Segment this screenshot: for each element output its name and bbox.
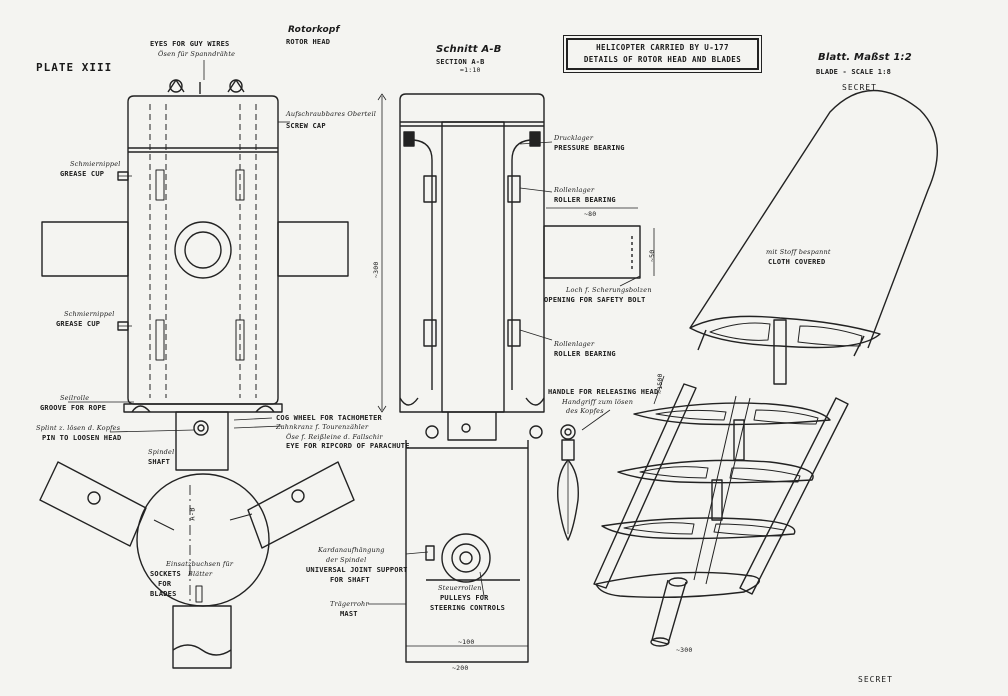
dim-blade-300: ~300 [676,646,693,654]
rotor-head-plan-view [39,461,355,669]
label-sockets-en2: FOR [158,580,172,588]
label-grease2-en: GREASE CUP [56,320,101,328]
section-scale: ≈1:10 [460,66,481,74]
label-sockets-de2: Blätter [188,570,213,578]
label-roller1-en: ROLLER BEARING [554,196,616,204]
label-handle-de2: des Kopfes [566,407,604,415]
rotor-head-title-en: ROTOR HEAD [286,38,331,46]
label-handle-de1: Handgriff zum lösen [562,398,634,406]
title-line-1: HELICOPTER CARRIED BY U-177 [596,43,729,52]
label-pulley-de: Steuerrollen [438,584,482,592]
label-safety-de: Loch f. Scherungsbolzen [566,286,652,294]
label-pressure-en: PRESSURE BEARING [554,144,625,152]
secret-stamp-top: SECRET [842,83,877,92]
label-cog-de: Zahnkranz f. Tourenzähler [276,423,369,431]
label-cloth-en: CLOTH COVERED [768,258,826,266]
label-cog-en: COG WHEEL FOR TACHOMETER [276,414,382,422]
dim-blade-1500: ~1500 [656,373,664,394]
label-univ-de1: Kardanaufhängung [318,546,385,554]
label-sockets-de1: Einsatzbuchsen für [166,560,234,568]
title-line-2: DETAILS OF ROTOR HEAD AND BLADES [583,55,742,64]
blade-frame [593,375,849,647]
label-groove-de: Seilrolle [60,394,90,402]
label-handle-en: HANDLE FOR RELEASING HEAD [548,388,659,396]
label-pressure-de: Drucklager [554,134,594,142]
label-mast-de: Trägerrohr [330,600,369,608]
label-eye-de: Öse f. Reißleine d. Fallschir [286,433,383,441]
blade-sheet-de: Blatt. Maßst 1:2 [818,52,912,63]
label-eyes-en: EYES FOR GUY WIRES [150,40,230,48]
blade-cloth-covered [689,89,938,385]
secret-stamp-bottom: SECRET [858,675,893,684]
label-mast-en: MAST [340,610,358,618]
label-grease1-en: GREASE CUP [60,170,105,178]
plate-number: PLATE XIII [36,61,113,74]
label-univ-en1: UNIVERSAL JOINT SUPPORT [306,566,408,574]
label-groove-en: GROOVE FOR ROPE [40,404,107,412]
label-univ-en2: FOR SHAFT [330,576,370,584]
label-roller1-de: Rollenlager [554,186,595,194]
section-a-b [377,93,655,663]
label-sockets-en1: SOCKETS [150,570,181,578]
label-sockets-en3: BLADES [150,590,177,598]
label-pin-de: Splint z. lösen d. Kopfes [36,424,121,432]
label-roller2-de: Rollenlager [554,340,595,348]
label-section-mark: A-B [188,507,197,521]
label-grease2-de: Schmiernippel [64,310,115,318]
label-pulley-en2: STEERING CONTROLS [430,604,506,612]
label-screw-en: SCREW CAP [286,122,326,130]
label-spindle-de: Spindel [148,448,175,456]
section-title-en: SECTION A-B [436,58,485,66]
rotor-head-title-de: Rotorkopf [288,25,340,35]
rotor-head-elevation [41,79,349,471]
label-pulley-en1: PULLEYS FOR [440,594,489,602]
label-screw-de: Aufschraubbares Oberteil [286,110,377,118]
label-grease1-de: Schmiernippel [70,160,121,168]
dim-mast-100: ~100 [458,638,475,646]
label-roller2-en: ROLLER BEARING [554,350,616,358]
label-cloth-de: mit Stoff bespannt [766,248,831,256]
label-eye-en: EYE FOR RIPCORD OF PARACHUTE [286,442,410,450]
dim-arm-80: ~80 [584,210,597,218]
dim-arm-50: ~50 [648,249,656,262]
dim-mast-200: ~200 [452,664,469,672]
label-univ-de2: der Spindel [326,556,367,564]
blade-sheet-en: BLADE - SCALE 1:8 [816,68,892,76]
label-eyes-de: Ösen für Spanndrähte [158,50,236,58]
section-title-de: Schnitt A-B [436,44,502,55]
label-spindle-en: SHAFT [148,458,171,466]
release-handle [557,424,579,541]
label-safety-en: OPENING FOR SAFETY BOLT [544,296,646,304]
title-box: HELICOPTER CARRIED BY U-177 DETAILS OF R… [563,35,762,73]
dim-height-300: ~300 [372,261,380,278]
label-pin-en: PIN TO LOOSEN HEAD [42,434,122,442]
